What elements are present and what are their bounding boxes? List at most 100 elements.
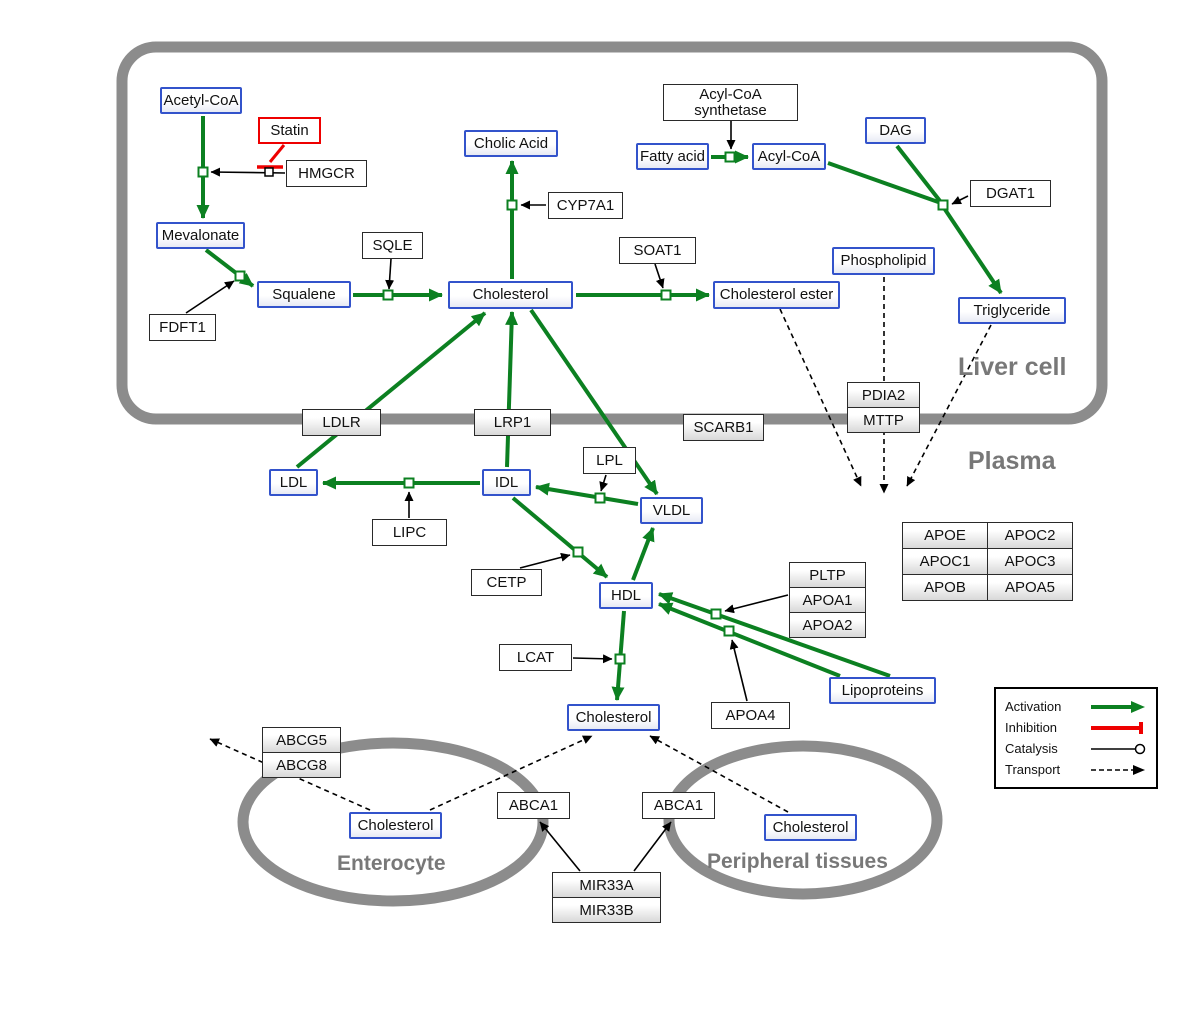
enzyme-lpl[interactable]: LPL: [583, 447, 636, 474]
legend-row-inhibition: Inhibition: [1005, 717, 1147, 738]
receptor-scarb1[interactable]: SCARB1: [683, 414, 764, 441]
metabolite-squalene[interactable]: Squalene: [257, 281, 351, 308]
reaction-node: [506, 199, 518, 211]
legend-activation-label: Activation: [1005, 699, 1062, 714]
mirna-mir33b[interactable]: MIR33B: [552, 897, 661, 923]
receptor-lrp1[interactable]: LRP1: [474, 409, 551, 436]
enterocyte-label: Enterocyte: [337, 852, 446, 875]
metabolite-ldl[interactable]: LDL: [269, 469, 318, 496]
edge-idl-hdl: [511, 496, 609, 579]
edge-dag-dgat1: [895, 144, 942, 203]
receptor-ldlr[interactable]: LDLR: [302, 409, 381, 436]
inhibition-edge-statin-hmgcr: [257, 144, 286, 169]
metabolite-cholesterol-peripheral[interactable]: Cholesterol: [764, 814, 857, 841]
transporter-abca1-peripheral[interactable]: ABCA1: [642, 792, 715, 819]
edge-sqle-catalysis: [385, 258, 395, 290]
metabolite-triglyceride[interactable]: Triglyceride: [958, 297, 1066, 324]
activation-arrow-icon: [1091, 700, 1145, 713]
transporter-abca1-enterocyte[interactable]: ABCA1: [497, 792, 570, 819]
edge-acylcoa-dgat1: [827, 161, 942, 205]
reaction-node: [724, 151, 736, 163]
edge-hdl-vldl: [631, 527, 655, 581]
reaction-node: [723, 625, 735, 637]
peripheral-tissues-label: Peripheral tissues: [707, 850, 888, 873]
protein-apoa2[interactable]: APOA2: [789, 612, 866, 638]
hmgcr-catalysis-port: [264, 167, 274, 177]
statin-inhibition-line: [268, 144, 286, 163]
catalysis-edges: [185, 121, 969, 872]
metabolite-acetyl-coa[interactable]: Acetyl-CoA: [160, 87, 242, 114]
liver-cell-membrane: [116, 41, 1108, 425]
metabolite-acyl-coa[interactable]: Acyl-CoA: [752, 143, 826, 170]
edge-apoa-stack-catalysis: [724, 594, 789, 614]
protein-apoa1[interactable]: APOA1: [789, 587, 866, 613]
reaction-nodes: [197, 151, 949, 665]
edge-mevalonate-squalene: [204, 248, 255, 288]
metabolite-vldl[interactable]: VLDL: [640, 497, 703, 524]
transport-dashed-arrow-icon: [1091, 764, 1145, 775]
reaction-node: [710, 608, 722, 620]
edge-enterocyte-cholesterol-abca1-plasma: [429, 735, 593, 811]
metabolite-cholesterol-plasma[interactable]: Cholesterol: [567, 704, 660, 731]
catalysis-circle-icon: [1091, 743, 1146, 754]
edge-lipoproteins-hdl-upper: [658, 592, 891, 678]
metabolite-lipoproteins[interactable]: Lipoproteins: [829, 677, 936, 704]
enzyme-soat1[interactable]: SOAT1: [619, 237, 696, 264]
protein-apoc1[interactable]: APOC1: [902, 548, 988, 575]
mir33-stack: MIR33A MIR33B: [552, 872, 661, 923]
peripheral-tissues-membrane: [663, 740, 943, 900]
metabolite-cholesterol-enterocyte[interactable]: Cholesterol: [349, 812, 442, 839]
enzyme-cetp[interactable]: CETP: [471, 569, 542, 596]
protein-pdia2[interactable]: PDIA2: [847, 382, 920, 408]
mirna-mir33a[interactable]: MIR33A: [552, 872, 661, 898]
reaction-node: [572, 546, 584, 558]
metabolite-cholesterol-liver[interactable]: Cholesterol: [448, 281, 573, 309]
metabolite-hdl[interactable]: HDL: [599, 582, 653, 609]
plasma-label: Plasma: [968, 447, 1056, 475]
legend: Activation Inhibition Catalysis Transpor…: [994, 687, 1158, 789]
protein-apoc2[interactable]: APOC2: [987, 522, 1073, 549]
edge-mir33-abca1-left: [539, 821, 581, 872]
enzyme-lcat[interactable]: LCAT: [499, 644, 572, 671]
transporter-abcg8[interactable]: ABCG8: [262, 752, 341, 778]
edge-cholesterolester-plasma: [779, 308, 862, 487]
metabolite-dag[interactable]: DAG: [865, 117, 926, 144]
edge-vldl-idl: [535, 482, 639, 506]
reaction-node: [382, 289, 394, 301]
enzyme-cyp7a1[interactable]: CYP7A1: [548, 192, 623, 219]
enzyme-lipc[interactable]: LIPC: [372, 519, 447, 546]
reaction-node: [937, 199, 949, 211]
metabolite-cholesterol-ester[interactable]: Cholesterol ester: [713, 281, 840, 309]
edge-hmgcr-catalysis: [210, 167, 286, 177]
protein-apoa5[interactable]: APOA5: [987, 574, 1073, 601]
protein-mttp[interactable]: MTTP: [847, 407, 920, 433]
protein-apoe[interactable]: APOE: [902, 522, 988, 549]
edge-cholesterol-vldl: [529, 308, 659, 496]
inhibition-tbar-icon: [1091, 721, 1143, 734]
edge-cetp-catalysis: [519, 552, 571, 569]
activation-edges: [196, 116, 1003, 701]
metabolite-idl[interactable]: IDL: [482, 469, 531, 496]
protein-apob[interactable]: APOB: [902, 574, 988, 601]
protein-apoc3[interactable]: APOC3: [987, 548, 1073, 575]
drug-statin[interactable]: Statin: [258, 117, 321, 144]
enzyme-sqle[interactable]: SQLE: [362, 232, 423, 259]
edge-lipoproteins-hdl-lower: [658, 602, 841, 678]
metabolite-cholic-acid[interactable]: Cholic Acid: [464, 130, 558, 157]
edge-lpl-catalysis: [599, 474, 608, 492]
reaction-node: [403, 477, 415, 489]
metabolite-phospholipid[interactable]: Phospholipid: [832, 247, 935, 275]
protein-pltp[interactable]: PLTP: [789, 562, 866, 588]
enzyme-dgat1[interactable]: DGAT1: [970, 180, 1051, 207]
enzyme-fdft1[interactable]: FDFT1: [149, 314, 216, 341]
metabolite-mevalonate[interactable]: Mevalonate: [156, 222, 245, 249]
enzyme-acyl-coa-synthetase[interactable]: Acyl-CoA synthetase: [663, 84, 798, 121]
edge-dgat1-catalysis: [951, 195, 969, 205]
edge-fdft1-catalysis: [185, 280, 235, 314]
enzyme-hmgcr[interactable]: HMGCR: [286, 160, 367, 187]
metabolite-fatty-acid[interactable]: Fatty acid: [636, 143, 709, 170]
transporter-abcg5[interactable]: ABCG5: [262, 727, 341, 753]
apolipoprotein-table: APOE APOC2 APOC1 APOC3 APOB APOA5: [902, 522, 1073, 601]
edge-triglyceride-plasma: [906, 324, 992, 487]
protein-apoa4[interactable]: APOA4: [711, 702, 790, 729]
